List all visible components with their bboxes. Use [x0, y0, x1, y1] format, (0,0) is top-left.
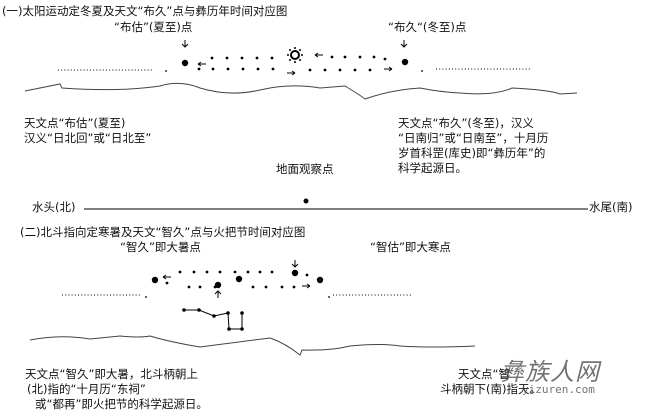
path-dot: [383, 57, 387, 61]
path-dot: [255, 56, 259, 60]
great-cold-note: 天文点“智 斗柄朝下(南)指天。: [440, 367, 541, 396]
path-dot: [251, 285, 255, 289]
path-dot: [187, 285, 191, 289]
sun-path-dots: [197, 55, 387, 72]
path-dot: [225, 56, 229, 60]
path-dot: [211, 67, 215, 71]
path-dot: [270, 56, 274, 60]
path-dot: [264, 285, 268, 289]
sky-dots: [165, 270, 309, 289]
path-dot: [323, 68, 327, 72]
summer-note: 天文点“布估”(夏至) 汉义“日北回”或“日北至”: [24, 116, 152, 145]
path-dot: [292, 285, 296, 289]
winter-note: 天文点“布久”(冬至)，汉义 “日南归”或“日南至”，十月历 岁首科罡(库史)即…: [398, 116, 549, 175]
horizon-line: [24, 82, 578, 100]
great-cold-label: “智估”即大寒点: [370, 240, 451, 254]
path-dot: [241, 67, 245, 71]
sun-icon: [287, 47, 303, 63]
path-dot: [256, 67, 260, 71]
path-dot: [210, 56, 214, 60]
path-dot: [240, 56, 244, 60]
path-dot: [165, 281, 169, 285]
path-dot: [372, 55, 376, 59]
winter-solstice-point: [401, 58, 409, 66]
observer-point: [303, 198, 309, 204]
path-dot: [271, 67, 275, 71]
path-dot: [358, 55, 362, 59]
north-label: 水头(北): [32, 200, 76, 214]
big-stars: [151, 269, 324, 289]
summer-solstice-point: [181, 59, 189, 67]
observer-label: 地面观察点: [276, 162, 334, 176]
section2-title: (二)北斗指向定寒暑及天文“智久”点与火把节时间对应图: [20, 225, 306, 239]
path-dot: [192, 270, 196, 274]
path-dot: [338, 68, 342, 72]
big-dipper: [182, 308, 244, 331]
path-dot: [343, 55, 347, 59]
path-dot: [270, 270, 274, 274]
direction-arrow: [197, 52, 393, 76]
summer-solstice-label: “布估”(夏至)点: [114, 20, 193, 34]
arrow-icon: [162, 260, 311, 298]
arrow-down-icon: [181, 40, 408, 48]
path-dot: [226, 67, 230, 71]
south-label: 水尾(南): [589, 200, 633, 214]
path-dot: [197, 67, 201, 71]
path-dot: [353, 68, 357, 72]
section1-title: (一)太阳运动定冬夏及天文“布久”点与彝历年时间对应图: [2, 4, 288, 18]
great-heat-label: “智久”即大暑点: [120, 240, 201, 254]
path-dot: [246, 270, 250, 274]
path-dot: [178, 270, 182, 274]
path-dot: [305, 273, 309, 277]
path-dot: [218, 270, 222, 274]
path-dot: [198, 285, 202, 289]
path-dot: [233, 270, 237, 274]
path-dot: [258, 270, 262, 274]
path-dot: [205, 270, 209, 274]
winter-solstice-label: “布久“(冬至)点: [388, 20, 467, 34]
great-heat-note: 天文点“智久”即大暑，北斗柄朝上 (北)指的“十月历“东祠” 或“都再”即火把节…: [25, 367, 208, 411]
path-dot: [368, 68, 372, 72]
path-dot: [308, 68, 312, 72]
horizon-line: [29, 335, 476, 356]
path-dot: [330, 55, 334, 59]
path-dot: [280, 285, 284, 289]
watermark: 彝族人网 yizuren.com: [500, 358, 600, 396]
